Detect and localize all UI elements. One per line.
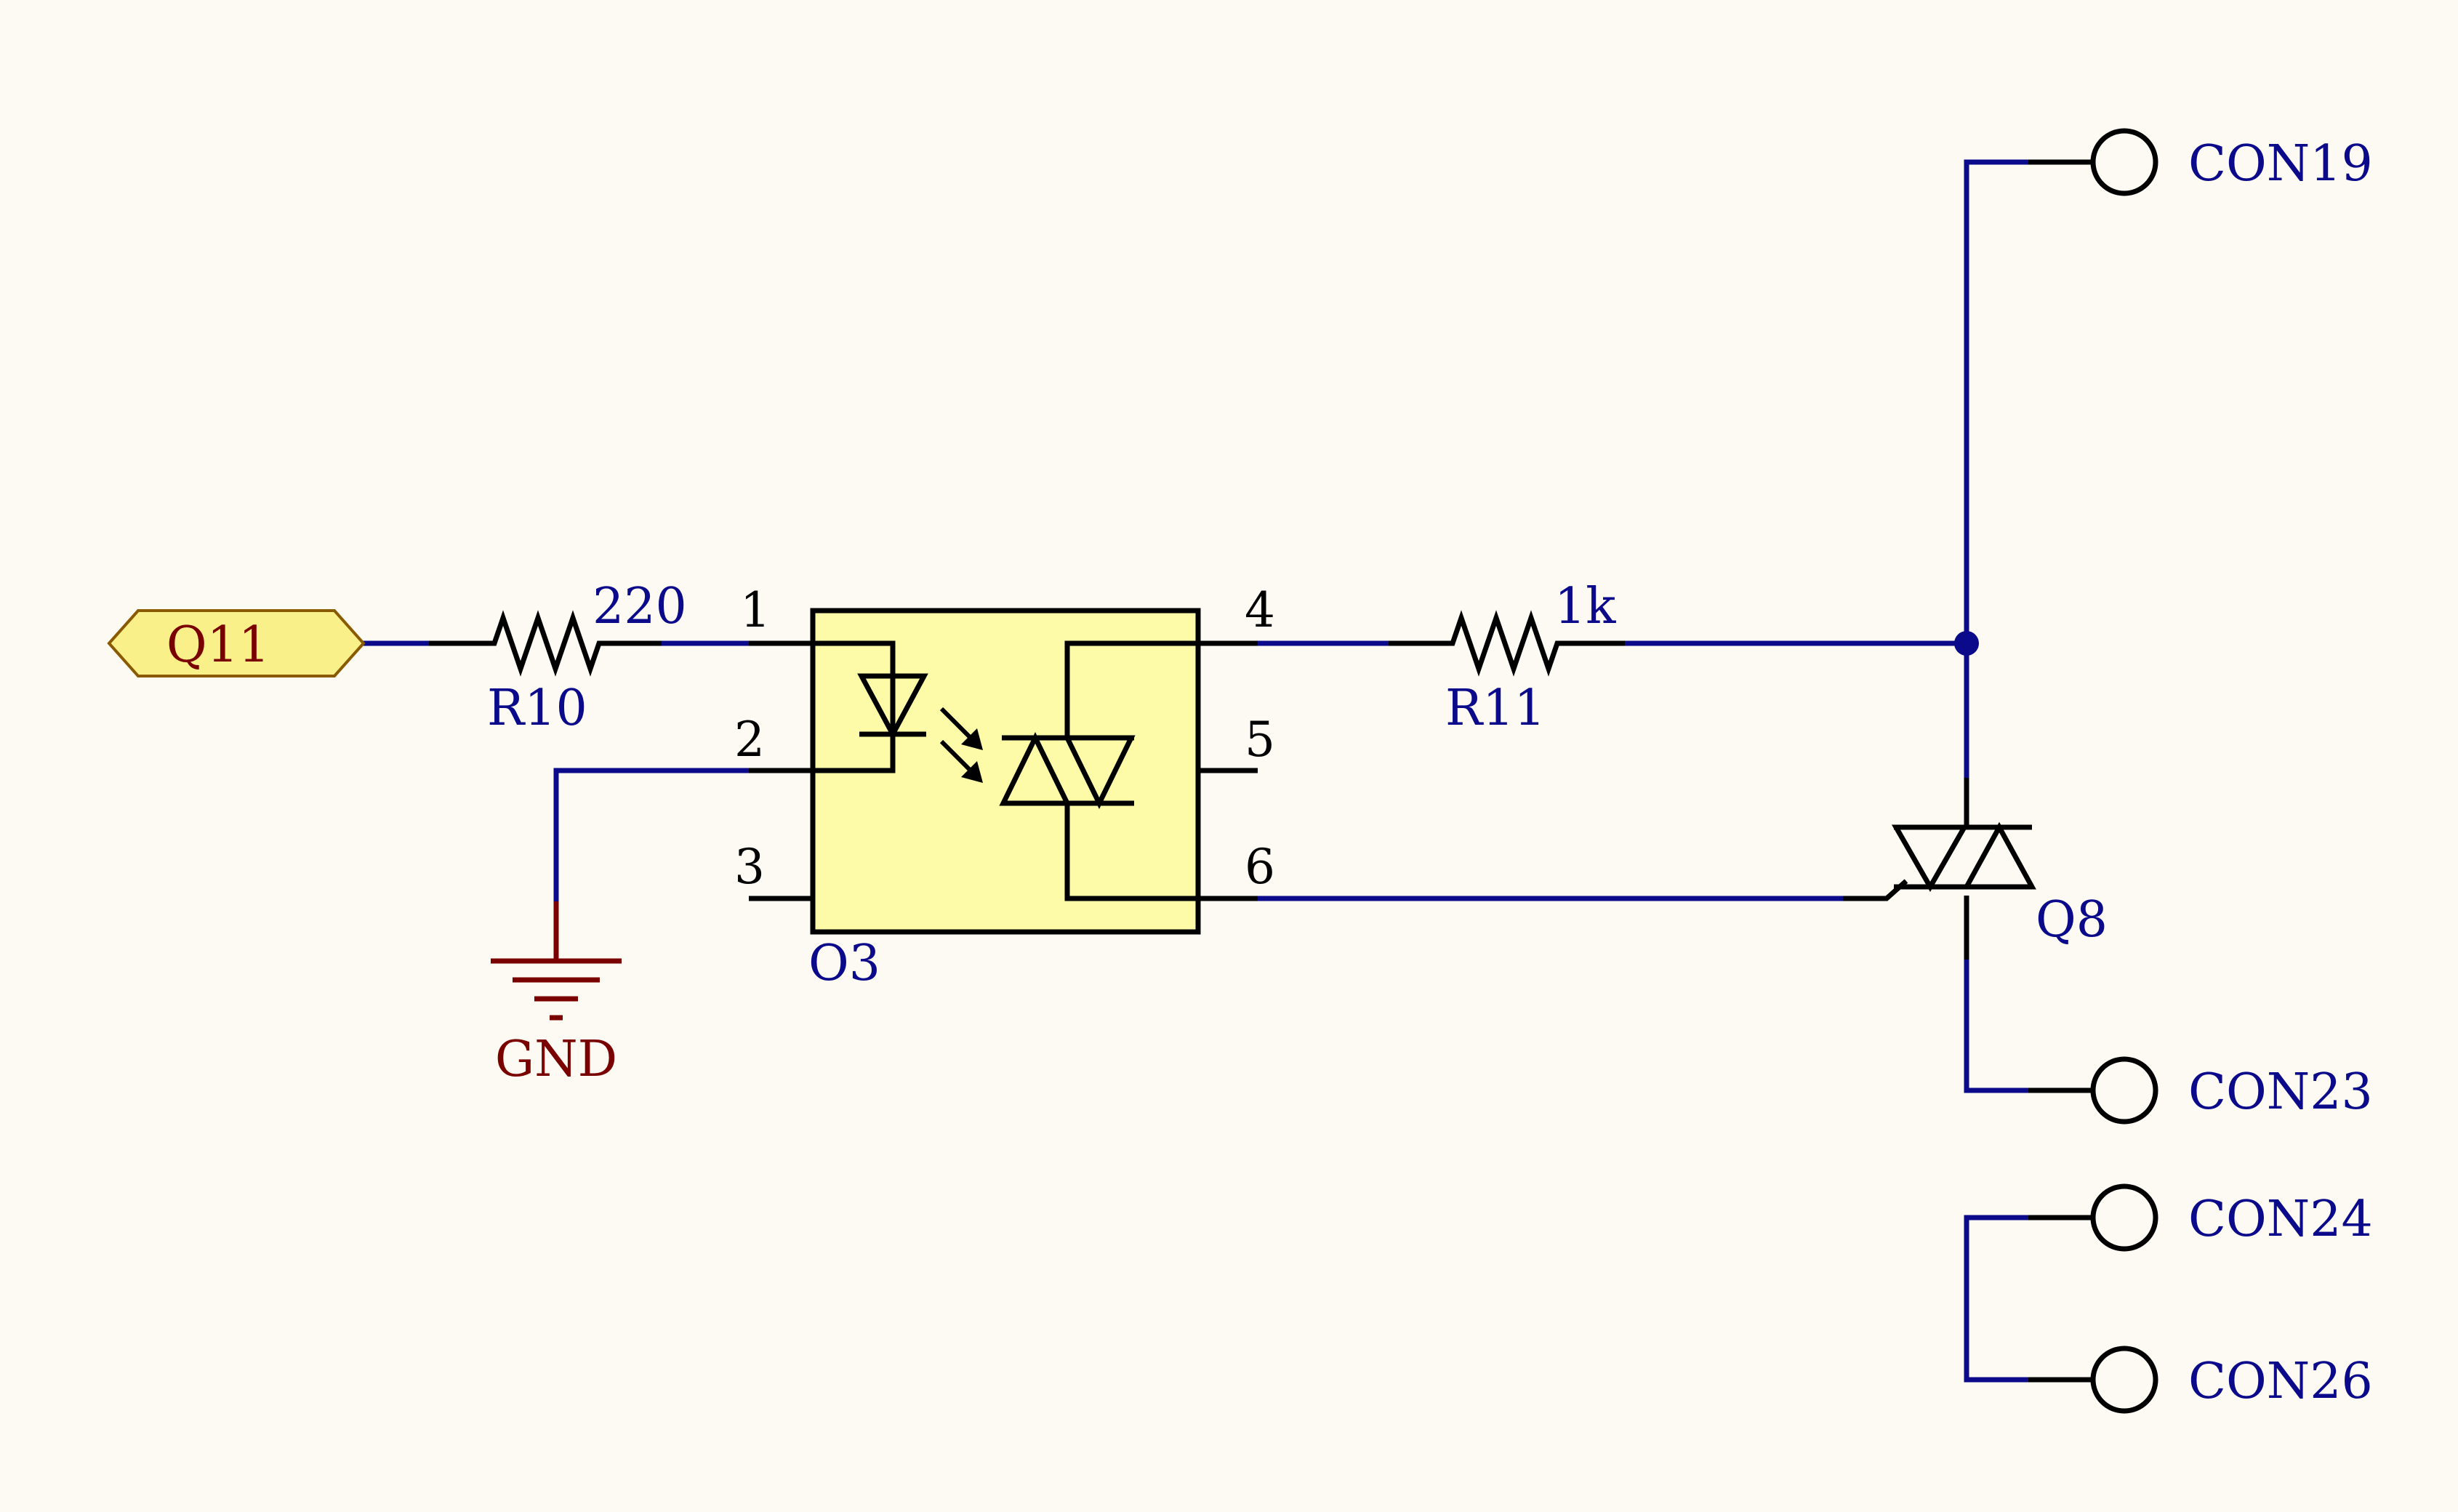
- junction-dot-icon: [1954, 631, 1979, 656]
- con26-label: CON26: [2188, 1353, 2373, 1410]
- r11-ref: R11: [1445, 680, 1546, 737]
- pin-3-number: 3: [734, 839, 765, 895]
- triac-q8[interactable]: Q8: [1843, 778, 2108, 960]
- triac-ref: Q8: [2036, 891, 2108, 949]
- ground-icon: [491, 901, 622, 1021]
- connector-con19[interactable]: CON19: [2028, 128, 2373, 196]
- pin-6-number: 6: [1245, 839, 1275, 895]
- input-port[interactable]: Q11: [107, 609, 366, 677]
- opto-triac-bottom-wire: [1064, 803, 1198, 901]
- ground-symbol[interactable]: GND: [491, 901, 622, 1088]
- r11-value: 1k: [1554, 578, 1616, 635]
- led-icon: [857, 673, 928, 740]
- wires: [361, 159, 2031, 1383]
- resistor-zigzag-icon: [429, 610, 662, 677]
- connector-con24[interactable]: CON24: [2028, 1183, 2373, 1252]
- resistor-r11[interactable]: 1k R11: [1389, 578, 1625, 737]
- r10-value: 220: [593, 578, 687, 635]
- triac-icon: [1891, 821, 2036, 893]
- con23-label: CON23: [2188, 1063, 2373, 1121]
- r10-ref: R10: [487, 680, 587, 737]
- pin-4-number: 4: [1245, 582, 1275, 638]
- connector-con26[interactable]: CON26: [2028, 1346, 2373, 1414]
- led-internal-wire: [813, 640, 896, 773]
- wire-node-con19: [1964, 159, 2031, 781]
- optocoupler-o3[interactable]: 1 2 3 4 5 6 O3: [734, 582, 1275, 992]
- resistor-r10[interactable]: 220 R10: [429, 578, 687, 737]
- resistor-zigzag-icon: [1389, 610, 1625, 677]
- optocoupler-ref: O3: [808, 935, 880, 992]
- pin-1-number: 1: [740, 582, 771, 638]
- wire-con24-con26: [1964, 1215, 2031, 1383]
- con19-label: CON19: [2188, 135, 2373, 193]
- ground-label: GND: [495, 1031, 617, 1088]
- pin-5-number: 5: [1245, 712, 1275, 768]
- pin-2-number: 2: [734, 712, 765, 768]
- wire-q8-con23: [1964, 957, 2031, 1093]
- input-port-label: Q11: [166, 616, 270, 674]
- light-arrows-icon: [939, 707, 983, 783]
- opto-triac-icon: [999, 732, 1136, 809]
- connector-con23[interactable]: CON23: [2028, 1056, 2373, 1125]
- wire-pin2-gnd: [553, 768, 752, 904]
- opto-triac-top-wire: [1064, 640, 1198, 738]
- input-port-icon: [107, 609, 366, 677]
- con24-label: CON24: [2188, 1191, 2373, 1248]
